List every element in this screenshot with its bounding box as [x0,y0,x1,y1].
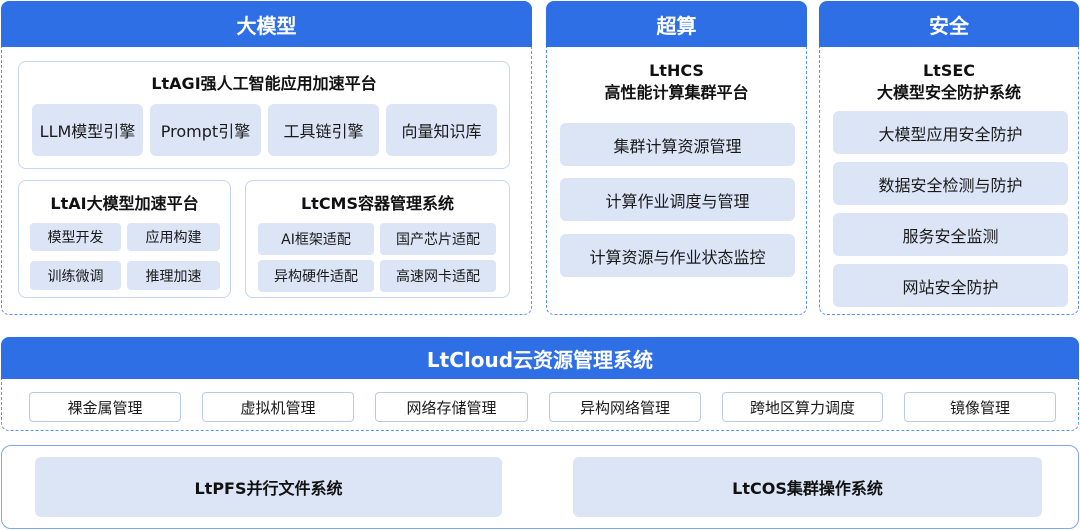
security-item: 网站安全防护 [833,264,1068,307]
ai-item: 应用构建 [127,223,220,251]
security-item: 大模型应用安全防护 [833,111,1068,154]
security-title-line2: 大模型安全防护系统 [876,82,1021,102]
security-header: 安全 [819,1,1079,47]
agi-item: 向量知识库 [386,104,497,156]
cms-item: AI框架适配 [258,223,374,255]
cloud-item: 异构网络管理 [549,392,701,422]
cms-item: 异构硬件适配 [258,260,374,292]
pfs-box: LtPFS并行文件系统 [35,457,502,517]
cloud-item: 虚拟机管理 [202,392,354,422]
cms-title: LtCMS容器管理系统 [300,193,455,213]
agi-item: Prompt引擎 [150,104,261,156]
hpc-item: 集群计算资源管理 [560,123,795,166]
agi-platform-title: LtAGI强人工智能应用加速平台 [151,73,377,93]
security-item: 服务安全监测 [833,213,1068,256]
hpc-header: 超算 [546,1,807,47]
cloud-header: LtCloud云资源管理系统 [1,337,1079,379]
hpc-panel [546,47,807,315]
security-item: 数据安全检测与防护 [833,162,1068,205]
cloud-item: 裸金属管理 [29,392,181,422]
llm-header: 大模型 [1,1,532,47]
cms-item: 高速网卡适配 [380,260,496,292]
cms-item: 国产芯片适配 [380,223,496,255]
hpc-title-line2: 高性能计算集群平台 [604,82,749,102]
cos-box: LtCOS集群操作系统 [573,457,1042,517]
ai-platform-title: LtAI大模型加速平台 [50,193,199,213]
cloud-item: 网络存储管理 [375,392,528,422]
agi-item: 工具链引擎 [268,104,379,156]
cloud-item: 跨地区算力调度 [722,392,883,422]
agi-item: LLM模型引擎 [32,104,143,156]
cloud-panel [1,379,1079,431]
hpc-item: 计算作业调度与管理 [560,178,795,221]
hpc-item: 计算资源与作业状态监控 [560,234,795,277]
base-layer-panel [1,445,1079,529]
llm-panel [1,47,532,315]
cloud-item: 镜像管理 [904,392,1056,422]
ai-item: 训练微调 [30,261,121,290]
ai-item: 模型开发 [30,223,121,251]
hpc-title-line1: LtHCS [649,60,704,80]
security-title-line1: LtSEC [922,60,976,80]
security-panel [819,47,1079,315]
ai-item: 推理加速 [127,261,220,290]
